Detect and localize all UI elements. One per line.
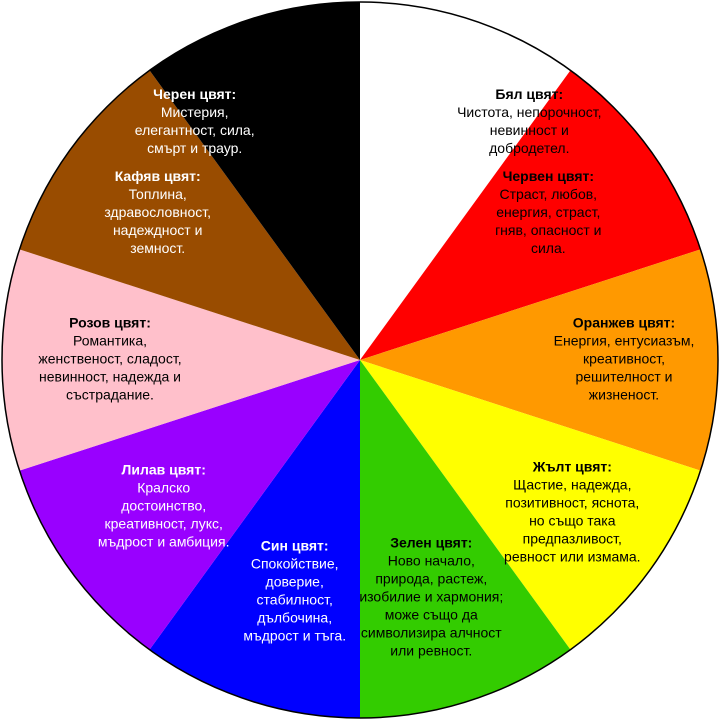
label-title-black: Черен цвят:	[153, 86, 236, 102]
label-line-black: елегантност, сила,	[135, 122, 255, 138]
label-line-white: невинност и	[490, 122, 569, 138]
label-line-purple: достоинство,	[121, 498, 206, 514]
label-line-blue: стабилност,	[257, 592, 333, 608]
label-line-brown: здравословност,	[104, 204, 211, 220]
label-line-red: сила.	[531, 240, 566, 256]
label-line-white: Чистота, непорочност,	[457, 104, 601, 120]
label-line-green: Ново начало,	[388, 553, 475, 569]
label-line-green: може също да	[385, 607, 478, 623]
wedge-purple	[19, 360, 361, 650]
label-line-purple: Кралско	[137, 480, 190, 496]
wedge-orange	[360, 249, 719, 471]
label-title-yellow: Жълт цвят:	[532, 459, 612, 475]
label-line-black: Мистерия,	[161, 104, 229, 120]
label-title-white: Бял цвят:	[495, 86, 563, 102]
label-line-white: добродетел.	[489, 140, 569, 156]
label-line-red: Страст, любов,	[500, 186, 598, 202]
label-orange: Оранжев цвят: Енергия, ентусиазъм, креатив…	[554, 315, 695, 403]
label-title-purple: Лилав цвят:	[122, 462, 206, 478]
label-line-orange: Енергия, ентусиазъм,	[554, 333, 695, 349]
label-line-brown: надеждност и	[113, 222, 203, 238]
label-line-orange: жизненост.	[589, 387, 659, 403]
wedge-blue	[149, 360, 360, 718]
label-blue: Син цвят: Спокойствие, доверие, стабилност,…	[243, 538, 346, 644]
label-title-red: Червен цвят:	[503, 168, 594, 184]
label-line-green: природа, растеж,	[375, 571, 487, 587]
label-line-yellow: ревност или измама.	[504, 549, 640, 565]
label-line-orange: решителност и	[575, 369, 672, 385]
label-line-yellow: но също така	[529, 513, 616, 529]
label-line-yellow: Щастие, надежда,	[513, 477, 631, 493]
label-line-brown: земност.	[130, 240, 185, 256]
label-white: Бял цвят: Чистота, непорочност, невинност …	[457, 86, 601, 156]
label-title-green: Зелен цвят:	[390, 535, 472, 551]
label-yellow: Жълт цвят: Щастие, надежда, позитивност, я…	[504, 459, 640, 565]
label-line-pink: женственост, сладост,	[38, 351, 181, 367]
label-line-green: изобилие и хармония;	[359, 589, 503, 605]
label-line-pink: невинност, надежда и	[39, 369, 181, 385]
label-line-green: символизира алчност	[361, 625, 502, 641]
wedge-green	[360, 360, 571, 718]
label-line-yellow: позитивност, яснота,	[505, 495, 639, 511]
label-title-blue: Син цвят:	[261, 538, 329, 554]
wedge-white	[360, 1, 571, 360]
label-purple: Лилав цвят: Кралско достоинство, креативнос…	[98, 462, 230, 550]
wedge-yellow	[360, 360, 701, 650]
label-line-blue: Спокойствие,	[251, 556, 339, 572]
label-line-green: или ревност.	[390, 643, 472, 659]
wedge-black	[149, 2, 360, 360]
label-line-purple: креативност, лукс,	[105, 516, 223, 532]
label-line-purple: мъдрост и амбиция.	[98, 534, 230, 550]
label-line-yellow: предпазливост,	[523, 531, 622, 547]
label-black: Черен цвят: Мистерия, елегантност, сила, см…	[135, 86, 255, 156]
label-line-brown: Топлина,	[129, 186, 187, 202]
label-line-orange: креативност,	[583, 351, 665, 367]
label-line-blue: дълбочина,	[257, 610, 332, 626]
label-line-red: гняв, опасност и	[495, 222, 601, 238]
label-title-brown: Кафяв цвят:	[115, 168, 201, 184]
label-line-pink: състрадание.	[66, 387, 154, 403]
label-line-black: смърт и траур.	[147, 140, 242, 156]
label-line-blue: мъдрост и тъга.	[243, 628, 346, 644]
label-green: Зелен цвят: Ново начало, природа, растеж, и…	[359, 535, 503, 659]
label-brown: Кафяв цвят: Топлина, здравословност, надежд…	[104, 168, 211, 256]
label-red: Червен цвят: Страст, любов, енергия, страс…	[495, 168, 601, 256]
wedge-brown	[19, 70, 361, 361]
wedge-pink	[1, 249, 360, 471]
label-line-red: енергия, страст,	[496, 204, 600, 220]
label-title-pink: Розов цвят:	[69, 315, 151, 331]
label-line-pink: Романтика,	[73, 333, 147, 349]
wedge-red	[360, 70, 701, 361]
label-line-blue: доверие,	[266, 574, 324, 590]
label-title-orange: Оранжев цвят:	[573, 315, 675, 331]
label-pink: Розов цвят: Романтика, женственост, сладос…	[38, 315, 181, 403]
